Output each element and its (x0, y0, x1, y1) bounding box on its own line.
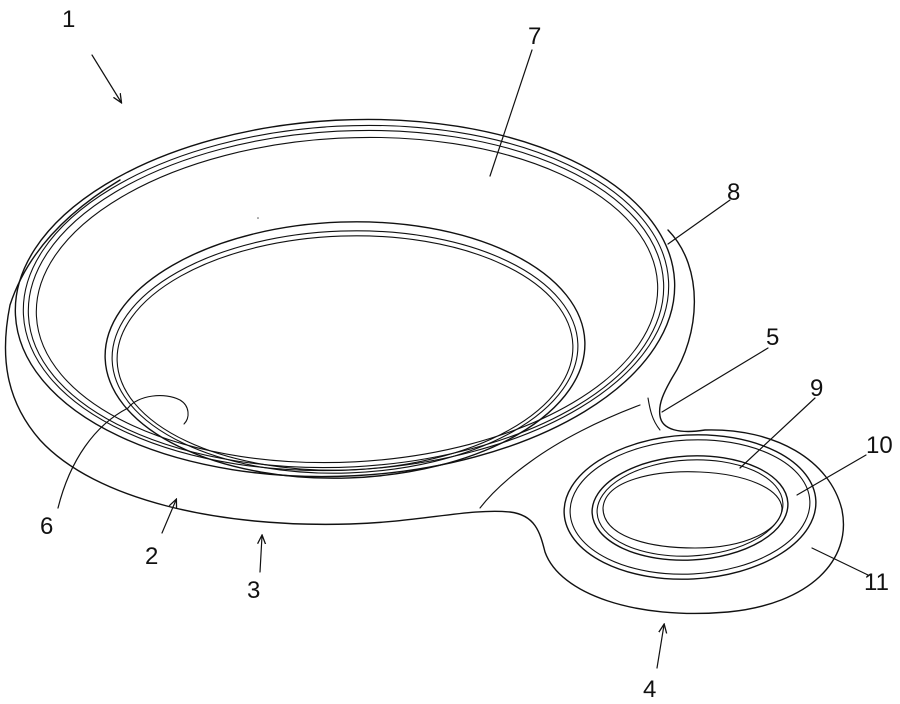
leader-5 (661, 347, 769, 413)
label-7: 7 (528, 23, 541, 50)
large-dish-rim-line-2 (22, 124, 670, 472)
large-dish-rim-line-3 (27, 129, 665, 469)
label-4: 4 (643, 676, 656, 703)
label-8: 8 (727, 179, 740, 206)
label-11: 11 (864, 569, 889, 596)
large-dish-rim-line-4 (35, 136, 659, 464)
large-dish-floor-inner-2 (116, 235, 574, 471)
leader-8 (667, 199, 731, 245)
small-dish-well-rim-2 (596, 459, 784, 557)
large-dish-floor-inner (111, 230, 579, 474)
leader-2 (161, 500, 176, 534)
label-2: 2 (145, 543, 158, 570)
large-dish-floor-outer (104, 221, 586, 479)
label-10: 10 (866, 432, 893, 459)
speck (257, 217, 259, 219)
leader-9 (739, 397, 816, 469)
large-dish-outer-rim (14, 118, 676, 478)
leader-7 (489, 49, 533, 177)
small-dish-well-floor (602, 471, 783, 549)
plate-outer-contour (4, 179, 845, 615)
feature-6-curve (127, 395, 189, 425)
label-3: 3 (247, 577, 260, 604)
small-dish-outer-edge (563, 434, 817, 580)
label-9: 9 (810, 375, 823, 402)
leader-10 (796, 454, 867, 496)
label-6: 6 (40, 513, 53, 540)
bridge-fillet (647, 397, 661, 431)
bridge-groove (479, 404, 641, 509)
leader-1 (91, 54, 121, 102)
small-dish-ring-1 (569, 439, 811, 575)
leader-3 (260, 536, 262, 573)
leader-4 (656, 625, 664, 669)
leader-6 (57, 407, 129, 509)
small-dish-well-rim (591, 455, 789, 561)
label-1: 1 (62, 6, 75, 33)
label-5: 5 (766, 324, 779, 351)
leader-11 (811, 547, 869, 576)
